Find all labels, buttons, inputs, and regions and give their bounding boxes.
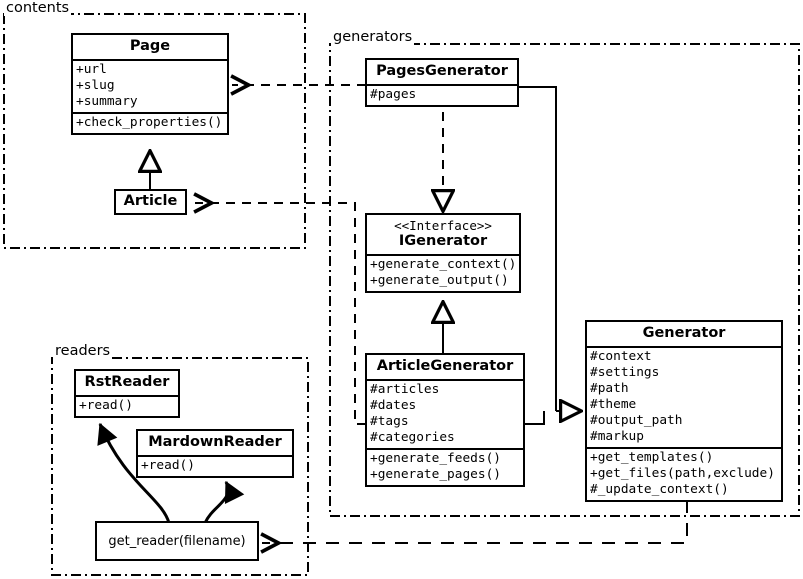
method-get-files: +get_files(path,exclude) <box>590 465 775 481</box>
attribute-path: #path <box>590 380 629 396</box>
class-attributes-page: +url +slug +summary <box>73 58 227 112</box>
connector-articlegenerator-to-article <box>195 203 366 425</box>
class-name-igenerator: IGenerator <box>398 233 488 249</box>
attribute-markup: #markup <box>590 428 644 444</box>
attribute-categories: #categories <box>370 429 455 445</box>
class-title-generator: Generator <box>642 325 726 341</box>
class-box-rstreader[interactable]: RstReader +read() <box>74 369 180 418</box>
connector-get-reader-to-rstreader <box>97 422 171 524</box>
class-methods-igenerator: +generate_context() +generate_output() <box>367 253 519 291</box>
class-attributes-articlegenerator: #articles #dates #tags #categories <box>367 378 523 448</box>
class-title-mardownreader: MardownReader <box>148 434 282 450</box>
class-title-pagesgenerator: PagesGenerator <box>376 63 508 79</box>
connector-get-reader-to-mardownreader <box>203 480 245 524</box>
class-methods-rstreader: +read() <box>76 394 178 416</box>
attribute-dates: #dates <box>370 397 417 413</box>
attribute-slug: +slug <box>76 77 115 93</box>
package-frame-generators <box>329 43 800 517</box>
class-title-article: Article <box>123 193 178 209</box>
class-box-generator[interactable]: Generator #context #settings #path #them… <box>585 320 783 502</box>
method-update-context: #_update_context() <box>590 481 729 497</box>
class-methods-page: +check_properties() <box>73 111 227 133</box>
method-generate-context: +generate_context() <box>370 256 517 272</box>
function-box-get-reader[interactable]: get_reader(filename) <box>95 521 259 561</box>
method-read-mardownreader: +read() <box>141 457 195 473</box>
class-box-page[interactable]: Page +url +slug +summary +check_properti… <box>71 33 229 135</box>
package-label-generators: generators <box>331 29 415 45</box>
method-check-properties: +check_properties() <box>76 114 223 130</box>
package-label-contents: contents <box>4 0 72 16</box>
class-attributes-pagesgenerator: #pages <box>367 83 517 105</box>
class-methods-mardownreader: +read() <box>138 454 292 476</box>
attribute-pages: #pages <box>370 86 417 102</box>
class-box-articlegenerator[interactable]: ArticleGenerator #articles #dates #tags … <box>365 353 525 487</box>
package-label-readers: readers <box>53 343 113 359</box>
attribute-url: +url <box>76 61 107 77</box>
class-title-articlegenerator: ArticleGenerator <box>376 358 514 374</box>
class-stereotype-igenerator: <<Interface>> <box>394 218 492 233</box>
class-box-pagesgenerator[interactable]: PagesGenerator #pages <box>365 58 519 107</box>
class-box-igenerator[interactable]: <<Interface>> IGenerator +generate_conte… <box>365 213 521 293</box>
method-generate-pages: +generate_pages() <box>370 466 501 482</box>
class-title-igenerator: <<Interface>> IGenerator <box>367 215 519 254</box>
attribute-summary: +summary <box>76 93 138 109</box>
method-generate-output: +generate_output() <box>370 272 509 288</box>
attribute-tags: #tags <box>370 413 409 429</box>
method-get-templates: +get_templates() <box>590 449 714 465</box>
attribute-settings: #settings <box>590 364 660 380</box>
class-attributes-generator: #context #settings #path #theme #output_… <box>587 345 781 447</box>
connector-generators-to-generator <box>519 86 582 425</box>
class-title-rstreader: RstReader <box>84 374 170 390</box>
package-frame-readers <box>51 357 309 576</box>
attribute-output-path: #output_path <box>590 412 683 428</box>
class-box-mardownreader[interactable]: MardownReader +read() <box>136 429 294 478</box>
class-methods-generator: +get_templates() +get_files(path,exclude… <box>587 446 781 500</box>
class-title-page: Page <box>129 38 171 54</box>
attribute-context: #context <box>590 348 652 364</box>
attribute-theme: #theme <box>590 396 637 412</box>
class-methods-articlegenerator: +generate_feeds() +generate_pages() <box>367 447 523 485</box>
package-frame-contents <box>3 13 306 249</box>
method-read-rstreader: +read() <box>79 397 133 413</box>
function-label-get-reader: get_reader(filename) <box>108 533 246 549</box>
method-generate-feeds: +generate_feeds() <box>370 450 501 466</box>
connector-generator-to-get-reader <box>262 500 688 543</box>
class-box-article[interactable]: Article <box>114 189 187 215</box>
attribute-articles: #articles <box>370 381 440 397</box>
